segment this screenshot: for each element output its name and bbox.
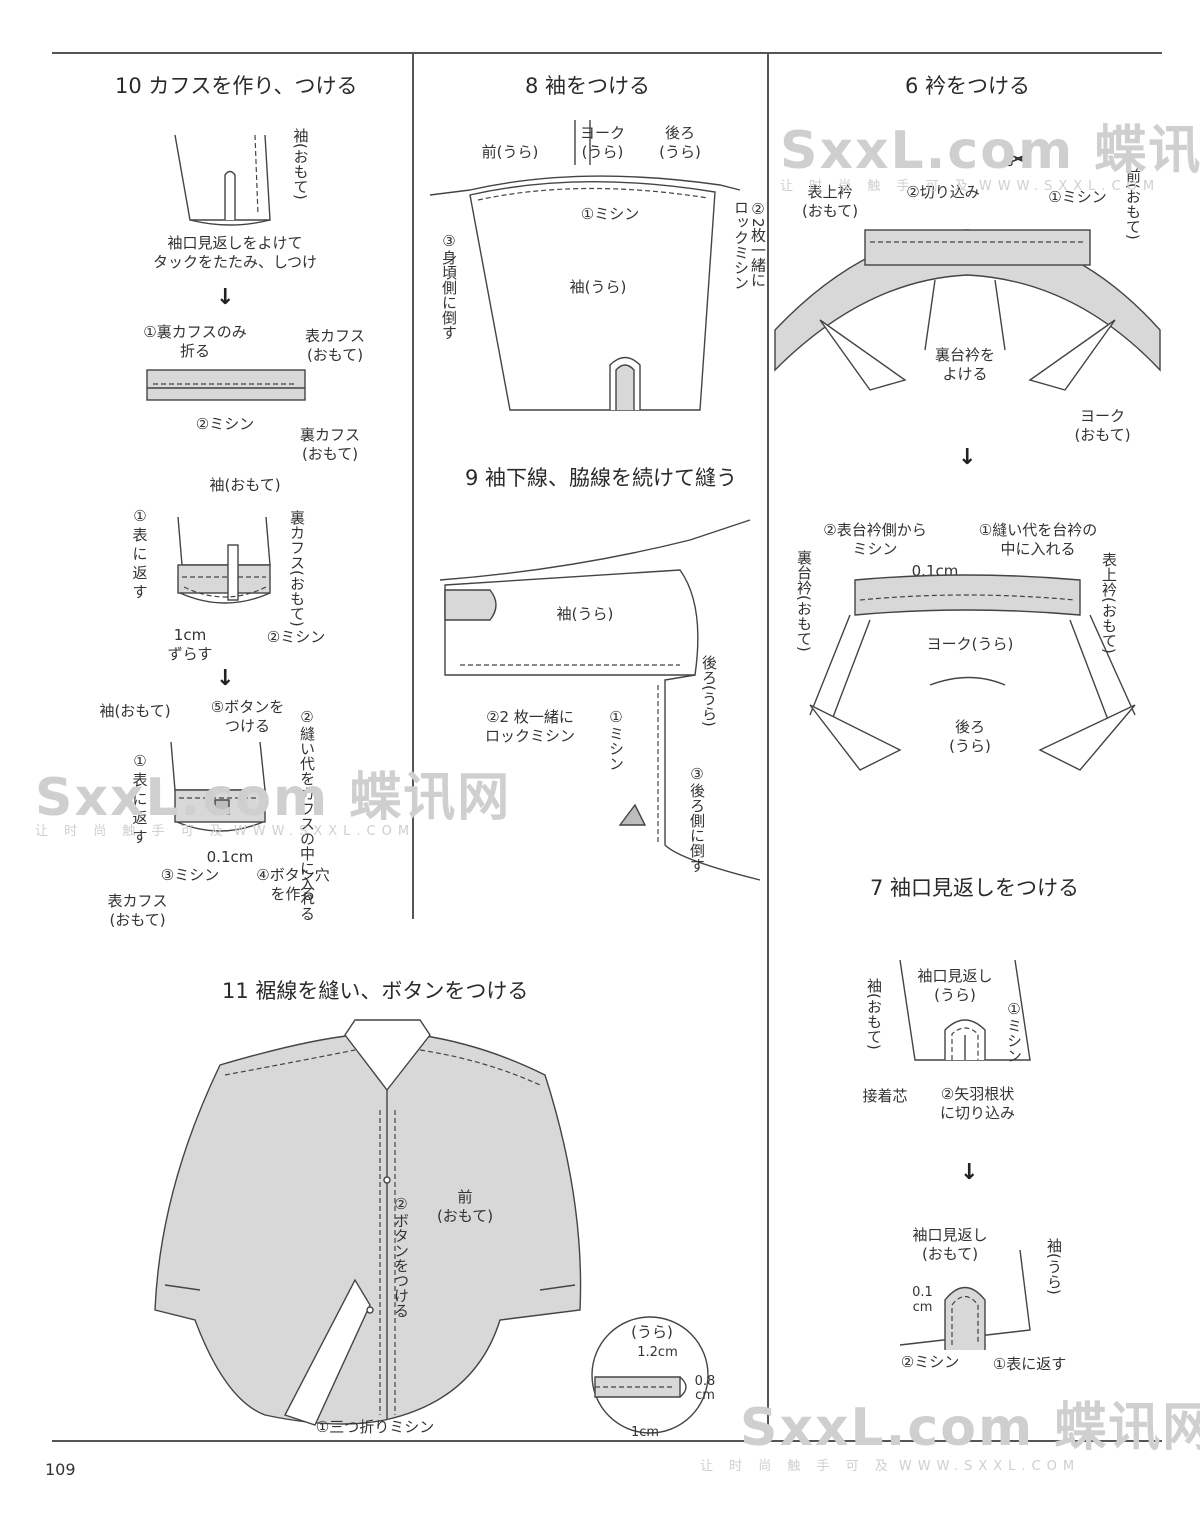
divider-left [412, 54, 414, 919]
page-number: 109 [45, 1460, 76, 1479]
s9-back-v: 後ろ(うら) [700, 655, 718, 727]
watermark-bottom: SxxL.com 蝶讯网 [740, 1398, 1200, 1458]
s10-fold-label: ①裏カフスのみ 折る [143, 323, 247, 360]
s10-inner-cuff: 裏カフス (おもて) [299, 426, 360, 463]
s6-back: 後ろ (うら) [949, 718, 991, 755]
section-10-title: 10 カフスを作り、つける [115, 74, 358, 98]
s11-m1: 1cm [630, 1425, 660, 1440]
collar-stitch-drawing [809, 574, 1136, 771]
facing-turn-drawing [899, 1249, 1031, 1350]
s10-shift: 1cm ずらす [167, 626, 213, 663]
section-11-title: 11 裾線を縫い、ボタンをつける [222, 979, 529, 1003]
s10-button: ⑤ボタンを つける [210, 698, 285, 735]
s10-stitch2b: ②ミシン [266, 628, 326, 646]
s6-front-v: 前(おもて) [1124, 168, 1142, 240]
cuff-step4-drawing [170, 741, 266, 832]
s6-arrow: ↓ [958, 445, 977, 470]
s8-press-v: ③身頃側に倒す [440, 232, 458, 340]
s6-insert: ①縫い代を台衿の 中に入れる [978, 521, 1098, 558]
s11-detail-ura: (うら) [631, 1323, 673, 1341]
s9-serge: ②2 枚一緒に ロックミシン [484, 708, 575, 745]
s8-front: 前(うら) [481, 143, 539, 161]
s11-m08: 0.8 cm [694, 1374, 716, 1403]
s6-upper-collar-v: 表上衿(おもて) [1100, 552, 1118, 654]
s9-press-v: ③後ろ側に倒す [688, 765, 706, 873]
bottom-rule [52, 1440, 1162, 1442]
s7-stitch2: ②ミシン [900, 1353, 960, 1371]
facing-attach-drawing [899, 959, 1031, 1061]
s11-button-v: ②ボタンをつける [392, 1195, 410, 1318]
s7-turn: ①表に返す [992, 1355, 1067, 1373]
s10-stitch2: ②ミシン [195, 415, 255, 433]
s7-interfacing: 接着芯 [862, 1087, 908, 1105]
section-9-title: 9 袖下線、脇線を続けて縫う [465, 466, 738, 490]
divider-right [767, 54, 769, 1439]
s10-step-a: 袖口見返しをよけて タックをたたみ、しつけ [152, 234, 318, 271]
s10-outer-cuff2: 表カフス (おもて) [107, 892, 168, 929]
s7-stitch1-v: ①ミシン [1005, 1000, 1023, 1063]
s7-arrow: ↓ [960, 1160, 979, 1185]
s10-sleeve-label2: 袖(おもて) [209, 476, 281, 494]
watermark-tagline-bottom: 让 时 尚 触 手 可 及 WWW.SXXL.COM [700, 1459, 1081, 1474]
s10-stitch3: ③ミシン [160, 866, 220, 884]
s9-stitch1-v: ①ミシン [607, 708, 625, 771]
s6-under-stand-v: 裏台衿(おもて) [795, 550, 813, 652]
s10-outer-cuff: 表カフス (おもて) [304, 327, 365, 364]
watermark-tagline-top: 让 时 尚 触 手 可 及 WWW.SXXL.COM [780, 179, 1161, 194]
side-seam-drawing [439, 519, 761, 881]
hem-detail-drawing [591, 1316, 709, 1434]
s9-sleeve: 袖(うら) [556, 605, 614, 623]
s7-clip: ②矢羽根状 に切り込み [939, 1085, 1015, 1122]
s11-hem: ①三つ折りミシン [315, 1418, 435, 1436]
s8-sleeve: 袖(うら) [569, 278, 627, 296]
cuff-step1-drawing [174, 134, 271, 226]
s7-measure: 0.1 cm [912, 1285, 933, 1315]
s6-clip: ②切り込み [906, 183, 980, 201]
s10-sleeve-label: 袖(おもて) [291, 128, 310, 200]
s6-upper-collar: 表上衿 (おもて) [801, 183, 859, 220]
section-7-title: 7 袖口見返しをつける [870, 876, 1080, 900]
s8-back: 後ろ (うら) [659, 124, 701, 161]
s10-inner-cuff-v: 裏カフス(おもて) [288, 510, 306, 627]
s10-measure: 0.1cm [206, 848, 254, 866]
s6-stitch1: ①ミシン [1048, 188, 1107, 206]
s10-sleeve-label3: 袖(おもて) [99, 702, 171, 720]
s8-yoke: ヨーク (うら) [579, 124, 625, 161]
scissors-icon: ✂ [1005, 140, 1034, 180]
s6-yoke-back: ヨーク(うら) [926, 635, 1014, 653]
s7-facing: 袖口見返し (うら) [917, 967, 993, 1004]
s10-turn: ① 表に 返す [132, 507, 148, 601]
s7-sleeve-v: 袖(おもて) [865, 978, 883, 1050]
s11-m12: 1.2cm [637, 1345, 678, 1360]
watermark-top: SxxL.com 蝶讯网 [780, 121, 1200, 181]
collar-attach-drawing [774, 229, 1161, 391]
s10-arrow-1: ↓ [216, 285, 235, 310]
section-8-title: 8 袖をつける [525, 74, 651, 98]
cuff-step3-drawing [177, 516, 271, 604]
s10-turn2: ① 表に 返す [132, 752, 148, 846]
s7-facing2: 袖口見返し (おもて) [912, 1226, 988, 1263]
s6-under-stand: 裏台衿を よける [934, 346, 995, 383]
s10-buttonhole: ④ボタン穴 を作る [256, 866, 330, 903]
s8-stitch1: ①ミシン [580, 205, 640, 223]
s7-sleeve-v2: 袖(うら) [1045, 1238, 1063, 1295]
watermark-mid: SxxL.com 蝶讯网 [35, 768, 512, 828]
watermark-tagline-mid: 让 时 尚 触 手 可 及 WWW.SXXL.COM [35, 824, 416, 839]
top-rule [52, 52, 1162, 54]
section-6-title: 6 衿をつける [905, 74, 1031, 98]
shirt-drawing [154, 1019, 582, 1426]
sleeve-attach-drawing [429, 120, 741, 411]
s11-front: 前 (おもて) [436, 1188, 494, 1225]
s6-stitch2: ②表台衿側から ミシン [823, 521, 927, 558]
s8-serge-v: ②2枚一緒に ロックミシン [732, 200, 767, 290]
cuff-step2-drawing [146, 369, 306, 401]
s10-arrow-2: ↓ [216, 666, 235, 691]
s6-yoke: ヨーク (おもて) [1074, 407, 1131, 444]
